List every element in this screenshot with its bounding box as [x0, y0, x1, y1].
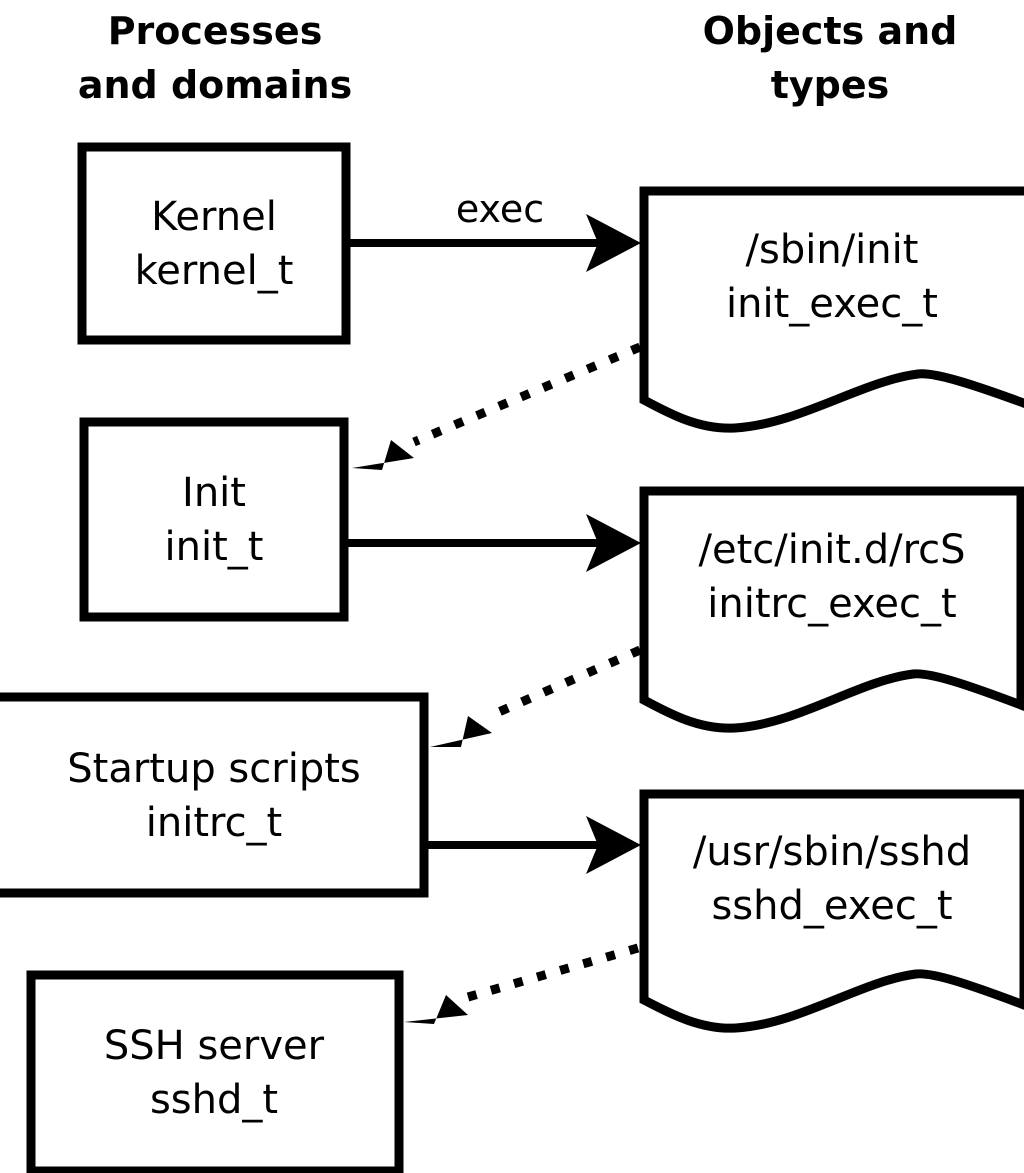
- edge-init-exec-to-init: [352, 342, 642, 470]
- object-node-initrc-exec-line1: /etc/init.d/rcS: [698, 527, 965, 573]
- process-node-sshd-box[interactable]: [26, 970, 404, 1173]
- object-node-sshd-exec-line2: sshd_exec_t: [711, 883, 952, 929]
- object-node-init-exec-document-shape[interactable]: [639, 186, 1024, 433]
- edge-sshd-exec-to-sshd-line: [466, 943, 640, 1002]
- edge-sshd-exec-to-sshd: [404, 943, 640, 1024]
- edge-init-to-initrc-exec: [348, 514, 641, 572]
- edge-initrc-exec-to-initrc: [430, 645, 642, 747]
- edge-init-to-initrc-exec-arrowhead: [586, 514, 641, 572]
- process-node-init-line1: Init: [182, 470, 246, 516]
- edge-init-exec-to-init-arrowhead: [352, 440, 414, 470]
- object-node-initrc-exec[interactable]: /etc/init.d/rcS initrc_exec_t: [639, 486, 1024, 733]
- process-node-sshd[interactable]: SSH server sshd_t: [26, 970, 404, 1173]
- edge-init-exec-to-init-line: [412, 342, 642, 447]
- edge-initrc-exec-to-initrc-line: [490, 645, 642, 720]
- process-node-sshd-line1: SSH server: [104, 1023, 325, 1069]
- edge-initrc-exec-to-initrc-arrowhead: [430, 716, 492, 747]
- object-node-sshd-exec-line1: /usr/sbin/sshd: [693, 829, 971, 875]
- column-heading-objects: Objects and types: [703, 9, 958, 107]
- object-node-init-exec-line1: /sbin/init: [746, 227, 919, 273]
- edge-sshd-exec-to-sshd-arrowhead: [404, 995, 468, 1024]
- object-node-sshd-exec-document-shape[interactable]: [639, 789, 1024, 1033]
- process-node-kernel-box[interactable]: [77, 142, 351, 345]
- process-node-kernel-line1: Kernel: [151, 194, 277, 240]
- process-node-kernel[interactable]: Kernel kernel_t: [77, 142, 351, 345]
- column-heading-processes-line2: and domains: [78, 63, 352, 107]
- process-node-initrc[interactable]: Startup scripts initrc_t: [0, 692, 429, 898]
- column-heading-processes: Processes and domains: [78, 9, 352, 107]
- object-node-init-exec-line2: init_exec_t: [726, 281, 938, 327]
- edge-kernel-to-init-exec: exec: [350, 187, 641, 272]
- column-heading-objects-line2: types: [771, 63, 890, 107]
- object-node-initrc-exec-line2: initrc_exec_t: [707, 581, 956, 627]
- process-node-initrc-line2: initrc_t: [146, 800, 283, 846]
- process-node-initrc-box[interactable]: [0, 692, 429, 898]
- process-node-init[interactable]: Init init_t: [79, 417, 349, 622]
- process-node-init-box[interactable]: [79, 417, 349, 622]
- process-node-kernel-line2: kernel_t: [135, 248, 294, 294]
- column-heading-objects-line1: Objects and: [703, 9, 958, 53]
- edge-initrc-to-sshd-exec-arrowhead: [586, 816, 641, 874]
- process-node-sshd-line2: sshd_t: [150, 1077, 278, 1123]
- edge-label-exec: exec: [456, 187, 544, 231]
- object-node-sshd-exec[interactable]: /usr/sbin/sshd sshd_exec_t: [639, 789, 1024, 1033]
- object-node-init-exec[interactable]: /sbin/init init_exec_t: [639, 186, 1024, 433]
- object-node-initrc-exec-document-shape[interactable]: [639, 486, 1024, 733]
- edge-kernel-to-init-exec-arrowhead: [586, 214, 641, 272]
- process-node-initrc-line1: Startup scripts: [67, 746, 360, 792]
- process-node-init-line2: init_t: [165, 524, 264, 570]
- column-heading-processes-line1: Processes: [108, 9, 323, 53]
- edge-initrc-to-sshd-exec: [428, 816, 641, 874]
